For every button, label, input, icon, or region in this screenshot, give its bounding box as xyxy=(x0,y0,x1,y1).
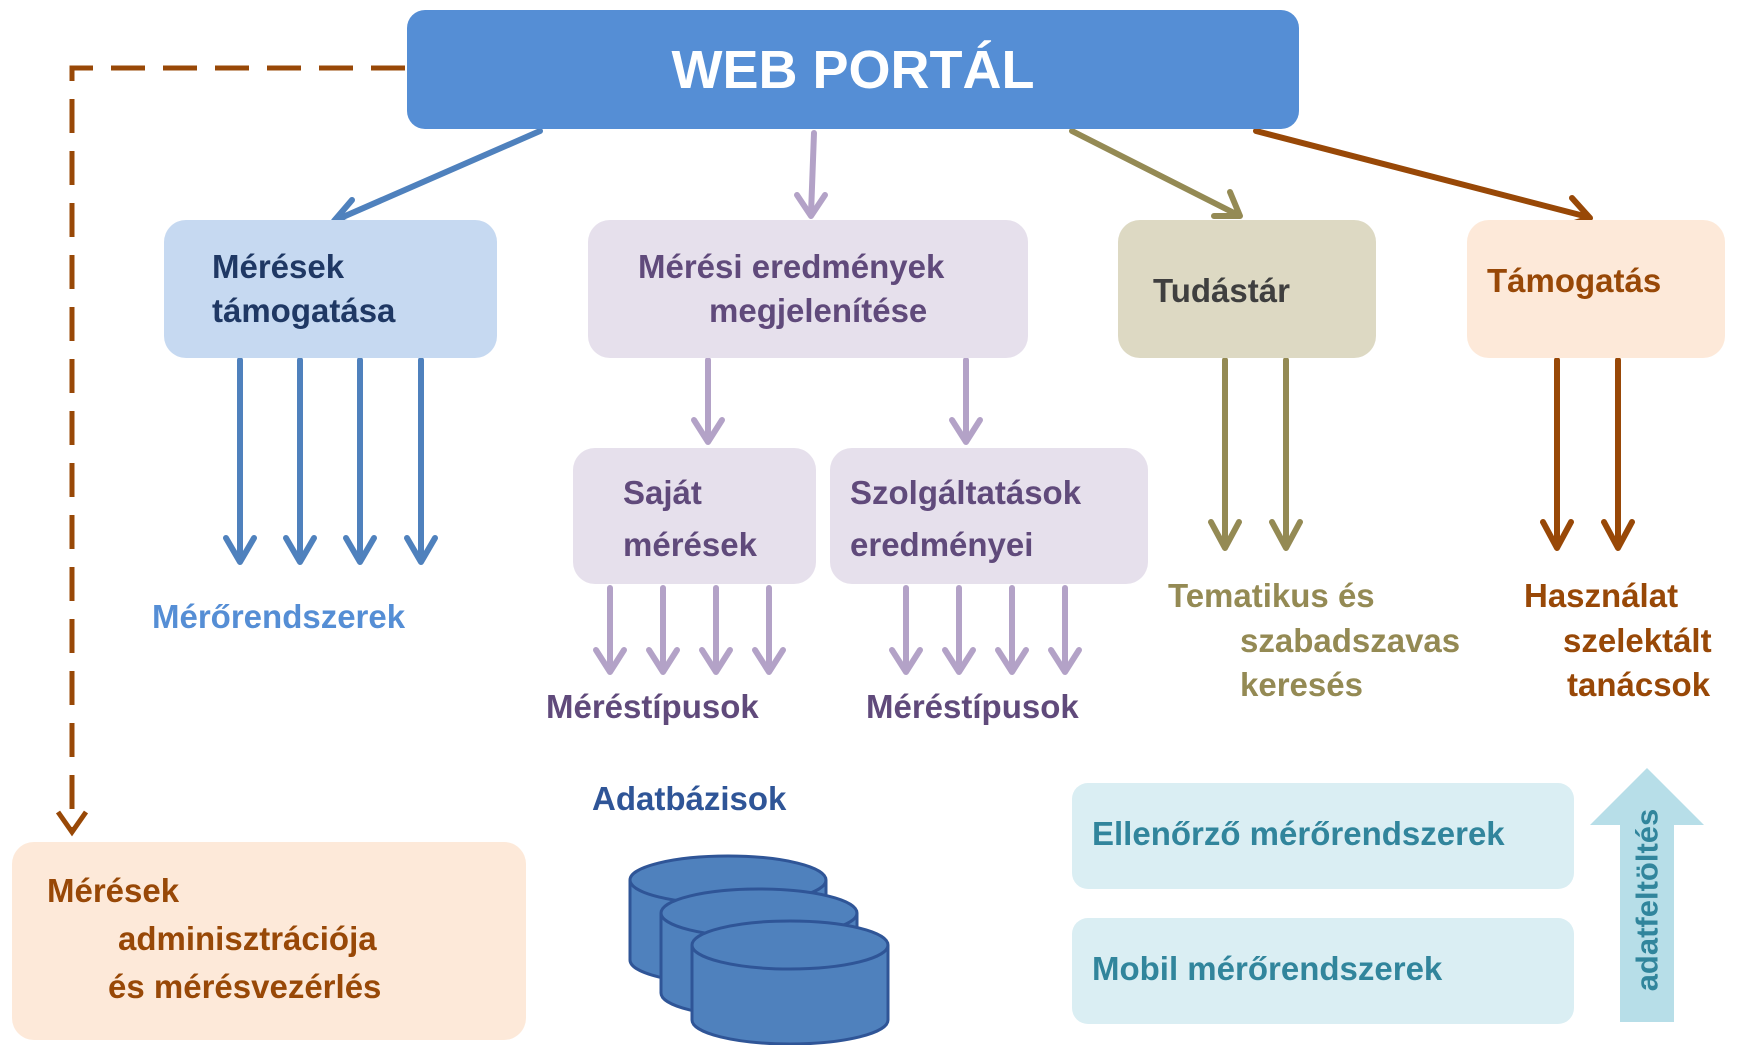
admin-line3: és mérésvezérlés xyxy=(108,968,382,1005)
admin-dashed-connector xyxy=(69,65,405,830)
mobil-label: Mobil mérőrendszerek xyxy=(1092,950,1443,987)
web-portal-title: WEB PORTÁL xyxy=(671,40,1035,100)
tamogatas-arrows xyxy=(1540,357,1635,551)
tamogatas-output-line1: Használat xyxy=(1524,577,1679,614)
merestipusok-sajat-label: Méréstípusok xyxy=(546,688,759,725)
ellenorzo-label: Ellenőrző mérőrendszerek xyxy=(1092,815,1505,852)
admin-line2: adminisztrációja xyxy=(118,920,377,957)
eredmenyek-sub-arrows xyxy=(691,357,983,445)
tudastar-arrows xyxy=(1208,357,1303,551)
tudastar-output-line3: keresés xyxy=(1240,666,1363,703)
tamogatas-output-line2: szelektált xyxy=(1563,622,1712,659)
sajat-meresek-line1: Saját xyxy=(623,474,702,511)
meresi-eredmenyek-box[interactable]: Mérési eredmények megjelenítése xyxy=(588,220,1028,358)
admin-line1: Mérések xyxy=(47,872,180,909)
szolgaltatasok-line1: Szolgáltatások xyxy=(850,474,1082,511)
meresek-tamogatasa-line2: támogatása xyxy=(212,292,396,329)
szolgaltatasok-box[interactable]: Szolgáltatások eredményei xyxy=(830,448,1148,584)
ellenorzo-box[interactable]: Ellenőrző mérőrendszerek xyxy=(1072,783,1574,889)
tamogatas-title: Támogatás xyxy=(1487,262,1662,299)
tamogatas-box[interactable]: Támogatás xyxy=(1467,220,1725,358)
szolg-arrows xyxy=(889,585,1082,675)
admin-box[interactable]: Mérések adminisztrációja és mérésvezérlé… xyxy=(12,842,526,1040)
merestipusok-szolg-label: Méréstípusok xyxy=(866,688,1079,725)
meresek-tamogatasa-line1: Mérések xyxy=(212,248,345,285)
meroszerek-arrows xyxy=(223,357,438,565)
sajat-meresek-box[interactable]: Saját mérések xyxy=(573,448,816,584)
admin-arrow-head xyxy=(55,810,89,837)
meresi-eredmenyek-line1: Mérési eredmények xyxy=(638,248,945,285)
sajat-meresek-line2: mérések xyxy=(623,526,757,563)
adatbazisok-label: Adatbázisok xyxy=(592,780,787,817)
sajat-arrows xyxy=(593,585,786,675)
meroszerek-label: Mérőrendszerek xyxy=(152,598,406,635)
mobil-box[interactable]: Mobil mérőrendszerek xyxy=(1072,918,1574,1024)
upload-label: adatfeltöltés xyxy=(1629,808,1665,992)
tamogatas-output-line3: tanácsok xyxy=(1567,666,1711,703)
meresi-eredmenyek-line2: megjelenítése xyxy=(709,292,928,329)
upload-arrow xyxy=(1590,768,1704,1022)
tudastar-title: Tudástár xyxy=(1153,272,1290,309)
database-icon xyxy=(628,854,890,1045)
tudastar-output-line1: Tematikus és xyxy=(1168,577,1375,614)
web-portal-box[interactable]: WEB PORTÁL xyxy=(407,10,1299,129)
portal-arrows xyxy=(331,128,1593,230)
tudastar-output-line2: szabadszavas xyxy=(1240,622,1461,659)
szolgaltatasok-line2: eredményei xyxy=(850,526,1034,563)
meresek-tamogatasa-box[interactable]: Mérések támogatása xyxy=(164,220,497,358)
tudastar-box[interactable]: Tudástár xyxy=(1118,220,1376,358)
